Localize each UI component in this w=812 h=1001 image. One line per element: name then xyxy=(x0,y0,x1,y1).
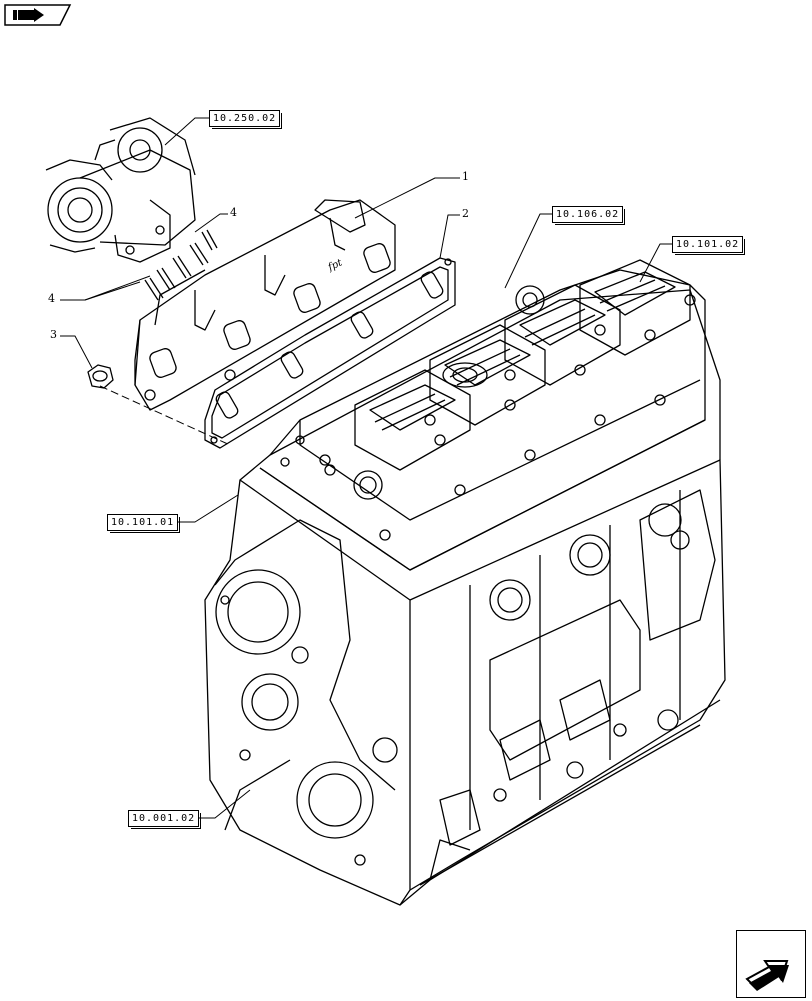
manifold-logo: fpt xyxy=(326,257,345,274)
callout-stud-upper: 4 xyxy=(230,206,237,219)
exhaust-gasket xyxy=(204,257,456,449)
ref-valve-cover[interactable]: 10.101.02 xyxy=(672,236,746,255)
ref-block-top[interactable]: 10.101.01 xyxy=(107,514,181,533)
callout-manifold: 1 xyxy=(462,170,469,183)
manifold-nut xyxy=(87,364,114,389)
exhaust-manifold xyxy=(134,199,396,411)
callout-gasket: 2 xyxy=(462,207,469,220)
turbocharger xyxy=(45,117,196,263)
callout-stud-lower: 4 xyxy=(48,292,55,305)
ref-cylinder-head[interactable]: 10.106.02 xyxy=(552,206,626,225)
valve-cover-2 xyxy=(429,324,546,426)
ref-engine-block[interactable]: 10.001.02 xyxy=(128,810,202,829)
ref-turbo[interactable]: 10.250.02 xyxy=(209,110,283,129)
next-page-arrow-icon[interactable] xyxy=(736,930,806,998)
valve-cover-3 xyxy=(504,284,621,386)
manifold-studs xyxy=(144,229,218,301)
cylinder-head xyxy=(259,259,706,571)
valve-cover-1 xyxy=(354,369,471,471)
engine-block xyxy=(204,289,726,906)
book-arrow-icon[interactable] xyxy=(4,4,72,26)
valve-cover-4 xyxy=(579,259,691,356)
alignment-dash-line xyxy=(99,385,231,446)
leader-lines xyxy=(60,117,672,819)
callout-nut: 3 xyxy=(50,328,57,341)
